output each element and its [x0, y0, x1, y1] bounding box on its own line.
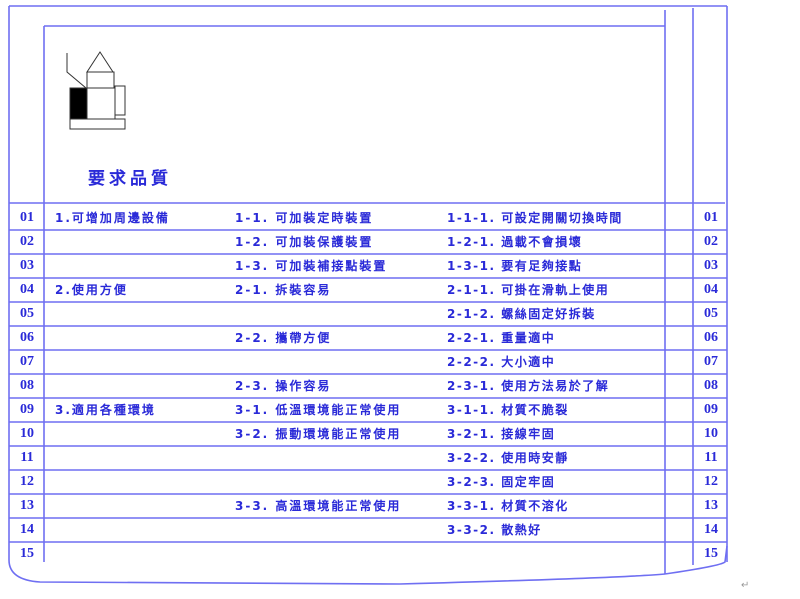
- level2-requirement: 1-3. 可加裝補接點裝置: [235, 259, 388, 273]
- level3-requirement: 1-3-1. 要有足夠接點: [447, 259, 583, 273]
- row-number-right: 11: [704, 450, 718, 465]
- row-number-right: 13: [704, 498, 718, 513]
- row-number-left: 06: [20, 330, 34, 345]
- row-number-left: 12: [20, 474, 34, 489]
- level2-requirement: 2-2. 攜帶方便: [235, 331, 332, 345]
- level3-requirement: 1-1-1. 可設定開關切換時間: [447, 211, 623, 225]
- level3-requirement: 2-2-2. 大小適中: [447, 355, 556, 369]
- level3-requirement: 2-2-1. 重量適中: [447, 331, 556, 345]
- row-number-left: 05: [20, 306, 34, 321]
- row-number-left: 04: [20, 282, 34, 297]
- row-number-right: 09: [704, 402, 718, 417]
- level3-requirement: 3-2-3. 固定牢固: [447, 475, 556, 489]
- row-number-left: 07: [20, 354, 34, 369]
- row-number-left: 02: [20, 234, 34, 249]
- row-number-right: 03: [704, 258, 718, 273]
- row-number-left: 14: [20, 522, 34, 537]
- row-number-left: 03: [20, 258, 34, 273]
- row-number-right: 06: [704, 330, 718, 345]
- row-number-right: 01: [704, 210, 718, 225]
- level2-requirement: 2-1. 拆裝容易: [235, 283, 332, 297]
- level3-requirement: 1-2-1. 過載不會損壞: [447, 235, 583, 249]
- row-number-left: 08: [20, 378, 34, 393]
- paragraph-mark: ↵: [741, 580, 750, 591]
- level2-requirement: 3-2. 振動環境能正常使用: [235, 427, 402, 441]
- level1-requirement: 3.適用各種環境: [55, 403, 156, 417]
- row-number-right: 12: [704, 474, 718, 489]
- level3-requirement: 3-2-2. 使用時安靜: [447, 451, 569, 465]
- row-number-right: 02: [704, 234, 718, 249]
- document-title: 要求品質: [88, 169, 172, 189]
- row-number-left: 15: [20, 546, 34, 561]
- row-number-left: 09: [20, 402, 34, 417]
- row-number-right: 08: [704, 378, 718, 393]
- device-logo-icon: [66, 51, 126, 130]
- level2-requirement: 1-1. 可加裝定時裝置: [235, 211, 374, 225]
- level3-requirement: 3-1-1. 材質不脆裂: [447, 403, 569, 417]
- level2-requirement: 1-2. 可加裝保護裝置: [235, 235, 374, 249]
- level3-requirement: 3-3-1. 材質不溶化: [447, 499, 569, 513]
- row-number-left: 01: [20, 210, 34, 225]
- row-number-right: 14: [704, 522, 718, 537]
- level2-requirement: 3-3. 高溫環境能正常使用: [235, 499, 402, 513]
- row-number-right: 15: [704, 546, 718, 561]
- level3-requirement: 2-1-1. 可掛在滑軌上使用: [447, 283, 610, 297]
- row-number-left: 11: [20, 450, 34, 465]
- row-number-right: 07: [704, 354, 718, 369]
- level3-requirement: 3-3-2. 散熱好: [447, 523, 542, 537]
- level3-requirement: 2-1-2. 螺絲固定好拆裝: [447, 307, 596, 321]
- level3-requirement: 2-3-1. 使用方法易於了解: [447, 379, 610, 393]
- level1-requirement: 1.可增加周邊設備: [55, 211, 170, 225]
- row-number-left: 13: [20, 498, 34, 513]
- level3-requirement: 3-2-1. 接線牢固: [447, 427, 556, 441]
- row-number-right: 10: [704, 426, 718, 441]
- row-number-right: 04: [704, 282, 718, 297]
- row-number-right: 05: [704, 306, 718, 321]
- level2-requirement: 2-3. 操作容易: [235, 379, 332, 393]
- row-number-left: 10: [20, 426, 34, 441]
- level1-requirement: 2.使用方便: [55, 283, 128, 297]
- level2-requirement: 3-1. 低溫環境能正常使用: [235, 403, 402, 417]
